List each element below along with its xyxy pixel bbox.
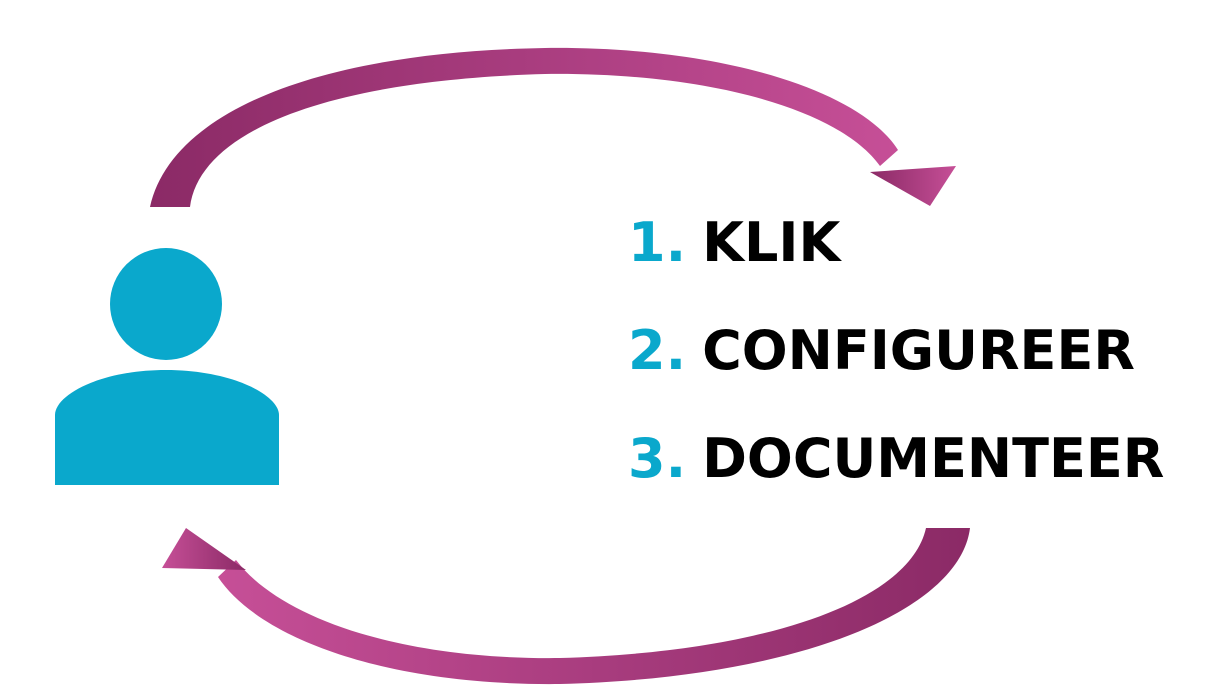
user-icon-head [110, 248, 222, 360]
step-2-number: 2. [628, 319, 687, 382]
top-cycle-arrow-icon [150, 47, 956, 207]
user-icon-body [55, 370, 279, 485]
user-icon [55, 248, 279, 485]
step-3-label: DOCUMENTEER [702, 427, 1165, 490]
step-3-number: 3. [628, 427, 687, 490]
step-item-3: 3.DOCUMENTEER [628, 424, 1164, 532]
bottom-arrow-body [218, 528, 970, 685]
bottom-cycle-arrow-icon [162, 528, 970, 685]
steps-list: 1.KLIK 2.CONFIGUREER 3.DOCUMENTEER [628, 208, 1164, 532]
step-1-label: KLIK [702, 211, 841, 274]
step-1-number: 1. [628, 211, 687, 274]
top-arrow-body [150, 47, 898, 207]
bottom-arrow-head [162, 528, 246, 570]
step-item-2: 2.CONFIGUREER [628, 316, 1164, 424]
step-item-1: 1.KLIK [628, 208, 1164, 316]
top-arrow-head [870, 166, 956, 206]
step-2-label: CONFIGUREER [702, 319, 1135, 382]
